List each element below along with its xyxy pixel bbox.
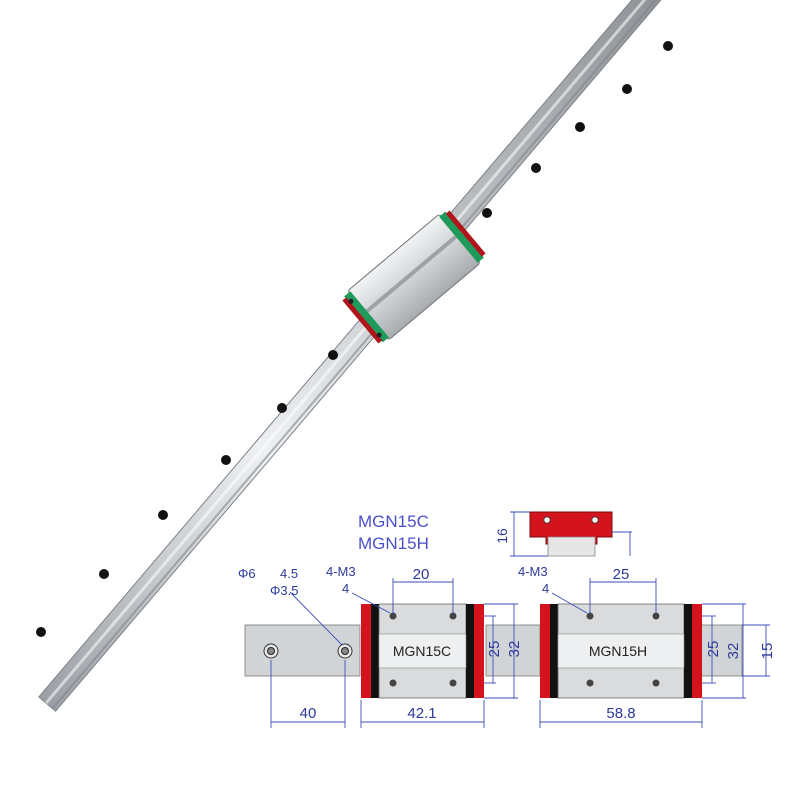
block-h-hole bbox=[586, 679, 594, 687]
block-c-label: MGN15C bbox=[393, 643, 451, 659]
carriage-block bbox=[342, 210, 486, 344]
block-c-thread-depth: 4 bbox=[342, 581, 349, 596]
red-end-cap-left bbox=[342, 297, 383, 344]
block-h-hole-spacing-x: 25 bbox=[613, 566, 630, 583]
block-h-thread-label: 4-M3 bbox=[518, 564, 548, 579]
rail-top-view: Φ6 4.5 Φ3.5 40 15 bbox=[238, 566, 776, 728]
rail-photo bbox=[36, 0, 676, 712]
rail-mount-hole-2 bbox=[337, 643, 353, 659]
profile-view: 16 bbox=[494, 511, 632, 557]
hole-callout-diameter: Φ6 bbox=[238, 566, 256, 581]
green-seal-right bbox=[439, 211, 484, 263]
green-seal-left bbox=[344, 291, 389, 343]
block-c-body-width: 32 bbox=[506, 641, 523, 658]
block-h-label: MGN15H bbox=[589, 643, 647, 659]
rail-pitch-label: 40 bbox=[300, 705, 317, 722]
rail-mount-hole-1 bbox=[263, 643, 279, 659]
rail-holes bbox=[36, 41, 673, 637]
hole-callout-depth: 4.5 bbox=[280, 566, 298, 581]
block-h-hole bbox=[652, 679, 660, 687]
red-end-cap-right bbox=[445, 210, 486, 257]
block-c-hole bbox=[389, 679, 397, 687]
block-c-thread-label: 4-M3 bbox=[326, 564, 356, 579]
model-title-line2: MGN15H bbox=[358, 534, 429, 553]
rail-right-segment bbox=[699, 624, 743, 677]
block-c-hole bbox=[449, 679, 457, 687]
block-c-hole bbox=[389, 612, 397, 620]
model-title-line1: MGN15C bbox=[358, 512, 429, 531]
block-c-length: 42.1 bbox=[407, 705, 436, 722]
block-h-hole bbox=[652, 612, 660, 620]
block-c-top-view: MGN15C 4-M3 4 20 25 32 42.1 bbox=[326, 564, 523, 728]
block-h-top-view: MGN15H 4-M3 4 25 25 32 58.8 bbox=[518, 564, 746, 728]
block-h-hole bbox=[586, 612, 594, 620]
block-h-length: 58.8 bbox=[606, 705, 635, 722]
hole-callout-through: Φ3.5 bbox=[270, 583, 298, 598]
block-h-hole-spacing-y: 25 bbox=[705, 641, 722, 658]
block-h-thread-depth: 4 bbox=[542, 581, 549, 596]
rail-middle-segment bbox=[485, 624, 541, 677]
profile-height-label: 16 bbox=[494, 528, 510, 544]
block-c-hole-spacing-x: 20 bbox=[413, 566, 430, 583]
block-c-hole-spacing-y: 25 bbox=[486, 641, 503, 658]
block-h-body-width: 32 bbox=[725, 643, 742, 660]
block-c-hole bbox=[449, 612, 457, 620]
rail-width-label: 15 bbox=[759, 643, 776, 660]
